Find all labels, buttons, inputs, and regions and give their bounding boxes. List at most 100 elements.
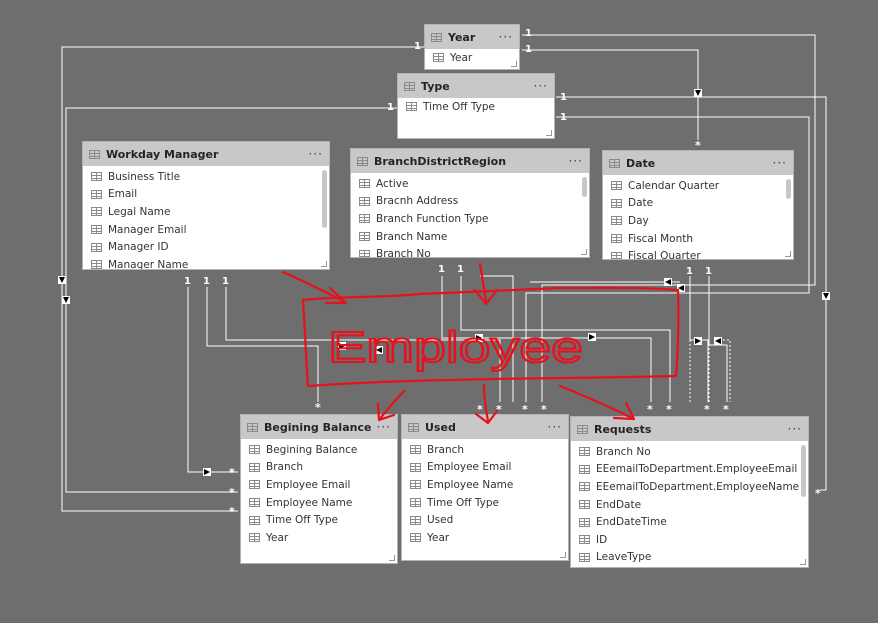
- rel-wm-3: [225, 287, 501, 402]
- rel-branch-3: [480, 275, 514, 402]
- scrollbar[interactable]: [322, 170, 327, 228]
- field-row[interactable]: Email: [83, 186, 329, 204]
- field-label: Time Off Type: [427, 496, 499, 509]
- field-row[interactable]: Branch No: [351, 245, 589, 258]
- table-header[interactable]: BranchDistrictRegion ···: [351, 149, 589, 173]
- field-row[interactable]: EndDateTime: [571, 513, 808, 531]
- scrollbar[interactable]: [582, 177, 587, 197]
- field-row[interactable]: Begining Balance: [241, 441, 397, 459]
- field-row[interactable]: Year: [241, 529, 397, 547]
- cardinality-one-label: 1: [414, 41, 421, 52]
- more-options-icon[interactable]: ···: [376, 420, 391, 434]
- table-branch-district-region[interactable]: BranchDistrictRegion ··· Active Bracnh Ad…: [350, 148, 590, 258]
- field-row[interactable]: Bracnh Address: [351, 193, 589, 211]
- cardinality-many-label: *: [704, 403, 710, 416]
- field-row[interactable]: Manager Email: [83, 221, 329, 239]
- scrollbar[interactable]: [786, 179, 791, 199]
- field-row[interactable]: Year: [402, 529, 568, 547]
- field-row[interactable]: Time Off Type: [398, 98, 554, 116]
- field-row[interactable]: LeaveType: [571, 549, 808, 567]
- field-row[interactable]: Time Off Type: [402, 494, 568, 512]
- more-options-icon[interactable]: ···: [308, 147, 323, 161]
- scrollbar[interactable]: [801, 445, 806, 497]
- field-row[interactable]: EEemailToDepartment.EmployeeName: [571, 478, 808, 496]
- more-options-icon[interactable]: ···: [547, 420, 562, 434]
- filter-arrow-down-icon: [822, 292, 830, 300]
- field-row[interactable]: Business Title: [83, 168, 329, 186]
- field-row[interactable]: Branch Name: [351, 228, 589, 246]
- field-label: Employee Email: [427, 461, 512, 474]
- table-begining-balance[interactable]: Begining Balance··· Begining Balance Bra…: [240, 414, 398, 564]
- field-icon: [91, 260, 102, 269]
- field-row[interactable]: Used: [402, 511, 568, 529]
- resize-handle[interactable]: [321, 261, 327, 267]
- field-row[interactable]: EEemailToDepartment.EmployeeEmail: [571, 461, 808, 479]
- field-row[interactable]: Employee Email: [402, 459, 568, 477]
- field-label: LeaveType: [596, 551, 652, 564]
- table-year[interactable]: Year··· Year: [424, 24, 520, 70]
- field-row[interactable]: Branch: [241, 459, 397, 477]
- more-options-icon[interactable]: ···: [772, 156, 787, 170]
- field-row[interactable]: Branch No: [571, 443, 808, 461]
- field-row[interactable]: Fiscal Month: [603, 230, 793, 248]
- filter-arrow-right-icon: [203, 468, 211, 476]
- field-icon: [406, 102, 417, 112]
- field-icon: [611, 181, 622, 191]
- field-row[interactable]: Branch: [402, 441, 568, 459]
- field-label: Branch No: [376, 248, 431, 258]
- table-icon: [404, 81, 415, 91]
- more-options-icon[interactable]: ···: [498, 30, 513, 44]
- table-header[interactable]: Requests···: [571, 417, 808, 441]
- field-row[interactable]: Manager ID: [83, 238, 329, 256]
- resize-handle[interactable]: [511, 61, 517, 67]
- resize-handle[interactable]: [785, 251, 791, 257]
- table-icon: [357, 156, 368, 166]
- field-icon: [249, 498, 260, 508]
- table-header[interactable]: Type···: [398, 74, 554, 98]
- resize-handle[interactable]: [546, 130, 552, 136]
- rel-wm-1: [187, 287, 238, 473]
- table-header[interactable]: Workday Manager···: [83, 142, 329, 166]
- field-label: EndDateTime: [596, 516, 667, 529]
- resize-handle[interactable]: [389, 555, 395, 561]
- table-header[interactable]: Begining Balance···: [241, 415, 397, 439]
- resize-handle[interactable]: [800, 559, 806, 565]
- field-row[interactable]: Employee Name: [241, 494, 397, 512]
- field-row[interactable]: Employee Email: [241, 476, 397, 494]
- table-used[interactable]: Used··· Branch Employee Email Employee N…: [401, 414, 569, 561]
- field-row[interactable]: Branch Function Type: [351, 210, 589, 228]
- more-options-icon[interactable]: ···: [787, 422, 802, 436]
- table-header[interactable]: Used···: [402, 415, 568, 439]
- cardinality-many-label: *: [229, 466, 235, 479]
- table-header[interactable]: Date···: [603, 151, 793, 175]
- field-row[interactable]: Date: [603, 195, 793, 213]
- more-options-icon[interactable]: ···: [568, 154, 583, 168]
- field-icon: [359, 179, 370, 189]
- table-workday-manager[interactable]: Workday Manager··· Business Title Email …: [82, 141, 330, 270]
- field-row[interactable]: Fiscal Quarter: [603, 247, 793, 260]
- field-row[interactable]: Year: [425, 49, 519, 67]
- field-row[interactable]: Calendar Quarter: [603, 177, 793, 195]
- table-icon: [408, 422, 419, 432]
- table-date[interactable]: Date··· Calendar Quarter Date Day Fiscal…: [602, 150, 794, 260]
- table-type[interactable]: Type··· Time Off Type: [397, 73, 555, 139]
- field-icon: [433, 53, 444, 63]
- table-header[interactable]: Year···: [425, 25, 519, 49]
- field-icon: [611, 198, 622, 208]
- field-row[interactable]: Legal Name: [83, 203, 329, 221]
- more-options-icon[interactable]: ···: [533, 79, 548, 93]
- field-row[interactable]: Employee Name: [402, 476, 568, 494]
- resize-handle[interactable]: [560, 552, 566, 558]
- table-requests[interactable]: Requests··· Branch No EEemailToDepartmen…: [570, 416, 809, 568]
- field-row[interactable]: ID: [571, 531, 808, 549]
- field-row[interactable]: Day: [603, 212, 793, 230]
- table-title: BranchDistrictRegion: [374, 154, 507, 168]
- field-row[interactable]: Manager Name: [83, 256, 329, 269]
- field-row[interactable]: Active: [351, 175, 589, 193]
- resize-handle[interactable]: [581, 249, 587, 255]
- field-row[interactable]: Time Off Type: [241, 511, 397, 529]
- field-label: Fiscal Quarter: [628, 250, 701, 260]
- field-row[interactable]: EndDate: [571, 496, 808, 514]
- field-label: Time Off Type: [266, 514, 338, 527]
- field-icon: [579, 500, 590, 510]
